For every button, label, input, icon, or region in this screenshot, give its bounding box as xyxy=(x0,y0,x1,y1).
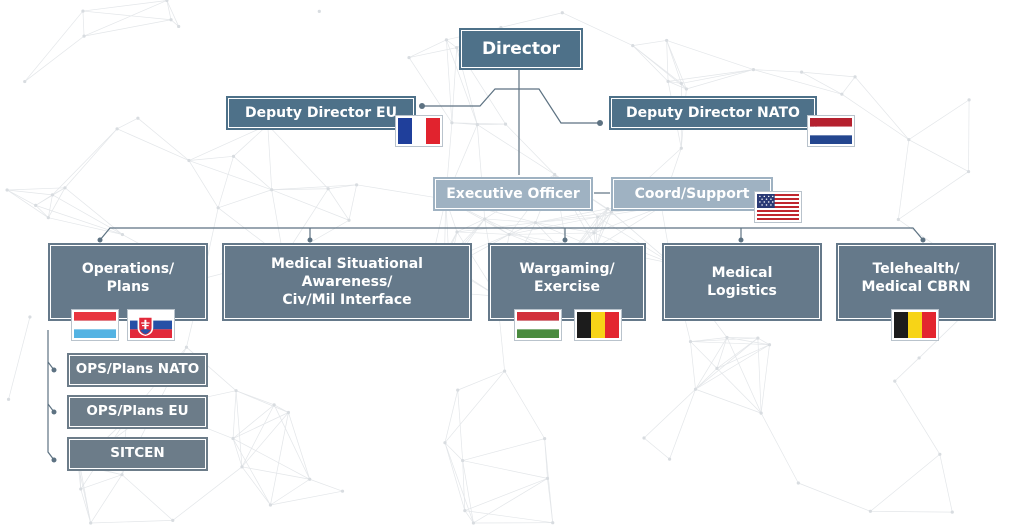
slovakia-flag-icon xyxy=(128,310,174,340)
luxembourg-flag-icon xyxy=(72,310,118,340)
branch-line: Plans xyxy=(106,279,150,296)
coord-support-box: Coord/Support xyxy=(611,177,773,211)
deputy-director-nato-label: Deputy Director NATO xyxy=(626,104,800,121)
branch-line: Logistics xyxy=(707,283,777,299)
branch-line: Civ/Mil Interface xyxy=(282,292,412,309)
france-flag-icon xyxy=(396,116,442,146)
branch-line: Telehealth/ xyxy=(872,261,960,277)
branch-line: Exercise xyxy=(534,279,600,296)
branch-medical-situational-awareness: Medical Situational Awareness/ Civ/Mil I… xyxy=(222,243,472,321)
branch-line: Medical CBRN xyxy=(861,279,971,296)
sub-unit-ops-plans-nato: OPS/Plans NATO xyxy=(67,353,208,387)
branch-medical-logistics: Medical Logistics xyxy=(662,243,822,321)
deputy-director-eu-box: Deputy Director EU xyxy=(226,96,416,130)
usa-flag-icon xyxy=(755,192,801,222)
director-label: Director xyxy=(481,38,561,59)
branch-telehealth-medical-cbrn: Telehealth/ Medical CBRN xyxy=(836,243,996,321)
coord-support-label: Coord/Support xyxy=(634,185,750,202)
branch-operations-plans: Operations/ Plans xyxy=(48,243,208,321)
belgium-flag-icon xyxy=(892,310,938,340)
executive-officer-label: Executive Officer xyxy=(446,185,580,202)
deputy-director-eu-label: Deputy Director EU xyxy=(245,104,397,121)
branch-line: Medical Situational xyxy=(271,255,423,272)
branch-wargaming-exercise: Wargaming/ Exercise xyxy=(488,243,646,321)
sub-unit-label: OPS/Plans NATO xyxy=(75,361,200,378)
netherlands-flag-icon xyxy=(808,116,854,146)
branch-line: Awareness/ xyxy=(301,273,393,290)
executive-officer-box: Executive Officer xyxy=(433,177,593,211)
hungary-flag-icon xyxy=(515,310,561,340)
deputy-director-nato-box: Deputy Director NATO xyxy=(609,96,817,130)
sub-unit-ops-plans-eu: OPS/Plans EU xyxy=(67,395,208,429)
branch-line: Medical xyxy=(711,264,773,281)
director-box: Director xyxy=(459,28,583,70)
branch-line: Wargaming/ xyxy=(519,261,615,277)
branch-line: Operations/ xyxy=(81,261,175,277)
sub-unit-sitcen: SITCEN xyxy=(67,437,208,471)
sub-unit-label: SITCEN xyxy=(110,445,165,462)
belgium-flag-icon xyxy=(575,310,621,340)
sub-unit-label: OPS/Plans EU xyxy=(86,403,189,420)
